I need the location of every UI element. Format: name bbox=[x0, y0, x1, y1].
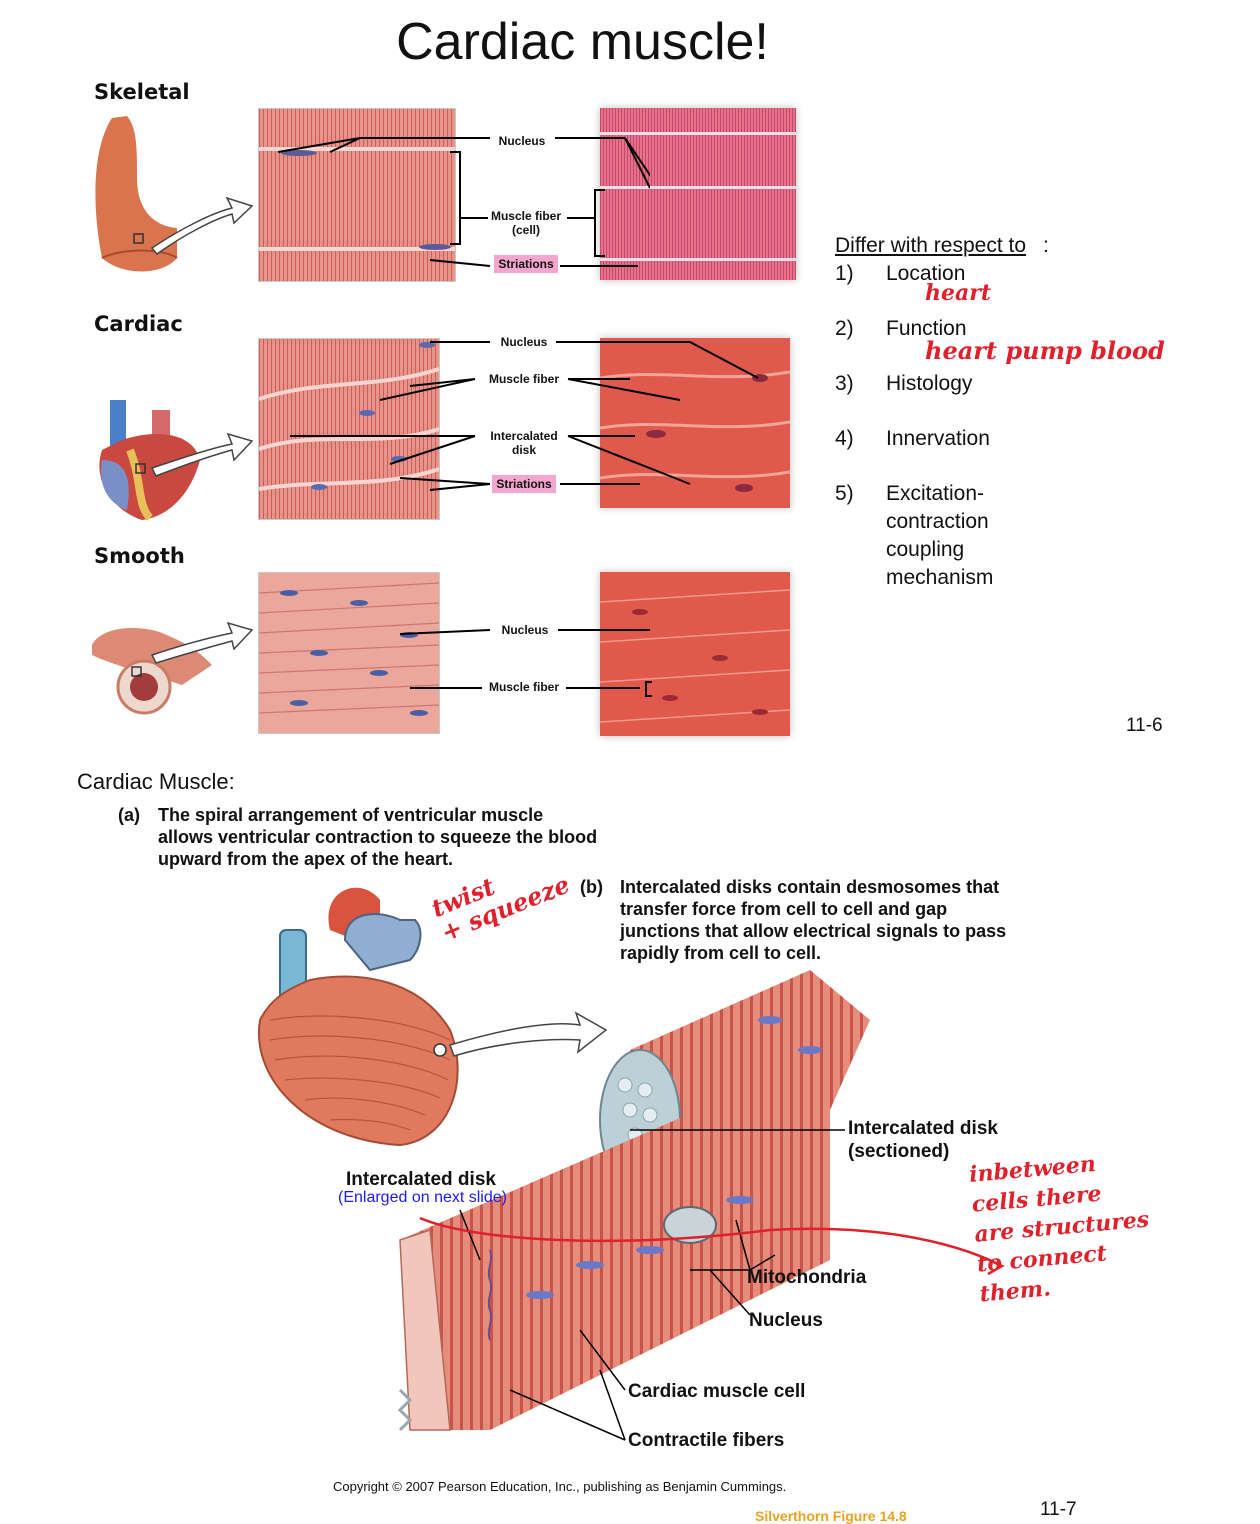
smooth-nucleus-label: Nucleus bbox=[494, 623, 556, 637]
callout-disk: Intercalated disk bbox=[346, 1169, 496, 1190]
handwritten-between: inbetween cells there are structures to … bbox=[968, 1150, 1151, 1308]
heart-spiral-illustration bbox=[257, 887, 608, 1147]
smooth-fiber-label: Muscle fiber bbox=[483, 680, 565, 694]
cardiac-micrograph bbox=[600, 338, 790, 508]
page-number-2: 11-7 bbox=[1040, 1499, 1077, 1520]
smooth-micrograph bbox=[600, 572, 790, 736]
differ-item-1: 1) bbox=[835, 262, 854, 285]
smooth-diagram bbox=[258, 572, 440, 734]
callout-disk-sectioned: Intercalated disk (sectioned) bbox=[848, 1118, 998, 1162]
skeletal-striations-label: Striations bbox=[494, 255, 558, 273]
cardiac-fiber-label: Muscle fiber bbox=[482, 372, 566, 386]
skeletal-nucleus-label: Nucleus bbox=[490, 134, 554, 148]
cardiac-cell-illustration bbox=[397, 970, 870, 1432]
callout-enlarged: (Enlarged on next slide) bbox=[338, 1189, 507, 1206]
page-number-1: 11-6 bbox=[1126, 715, 1163, 736]
skeletal-micrograph bbox=[600, 108, 796, 280]
cardiac-diagram bbox=[258, 338, 440, 520]
section-heading: Cardiac Muscle: bbox=[77, 769, 235, 794]
callout-cell: Cardiac muscle cell bbox=[628, 1381, 806, 1402]
arm-illustration bbox=[95, 116, 254, 272]
page-title: Cardiac muscle! bbox=[396, 13, 769, 71]
differ-item-2: 2) bbox=[835, 317, 854, 340]
caption-b: Intercalated disks contain desmosomes th… bbox=[620, 877, 1007, 963]
callout-nucleus: Nucleus bbox=[749, 1310, 823, 1331]
callout-fibers: Contractile fibers bbox=[628, 1430, 785, 1451]
figure-ref: Silverthorn Figure 14.8 bbox=[755, 1508, 907, 1524]
intestine-illustration bbox=[92, 621, 254, 715]
differ-heading: Differ with respect to bbox=[835, 234, 1027, 257]
copyright: Copyright © 2007 Pearson Education, Inc.… bbox=[333, 1479, 787, 1494]
caption-a: The spiral arrangement of ventricular mu… bbox=[158, 805, 598, 869]
handwritten-arrow bbox=[419, 1216, 1005, 1276]
handwritten-location: heart bbox=[925, 280, 991, 306]
differ-item-5: 5) bbox=[835, 482, 854, 505]
cardiac-nucleus-label: Nucleus bbox=[492, 335, 556, 349]
callout-mitochondria: Mitochondria bbox=[747, 1267, 867, 1288]
cardiac-striations-label: Striations bbox=[492, 475, 556, 493]
cardiac-disk-label: Intercalated disk bbox=[482, 429, 566, 457]
row-label-smooth: Smooth bbox=[94, 544, 185, 568]
heart-illustration bbox=[99, 400, 254, 521]
row-label-skeletal: Skeletal bbox=[94, 80, 190, 104]
caption-a-tag: (a) bbox=[118, 805, 140, 825]
row-label-cardiac: Cardiac bbox=[94, 312, 183, 336]
differ-item-4: 4) bbox=[835, 427, 854, 450]
caption-b-tag: (b) bbox=[580, 877, 603, 897]
differ-item-3: 3) bbox=[835, 372, 854, 395]
handwritten-function: heart pump blood bbox=[925, 336, 1165, 365]
skeletal-fiber-label: Muscle fiber (cell) bbox=[488, 209, 564, 237]
